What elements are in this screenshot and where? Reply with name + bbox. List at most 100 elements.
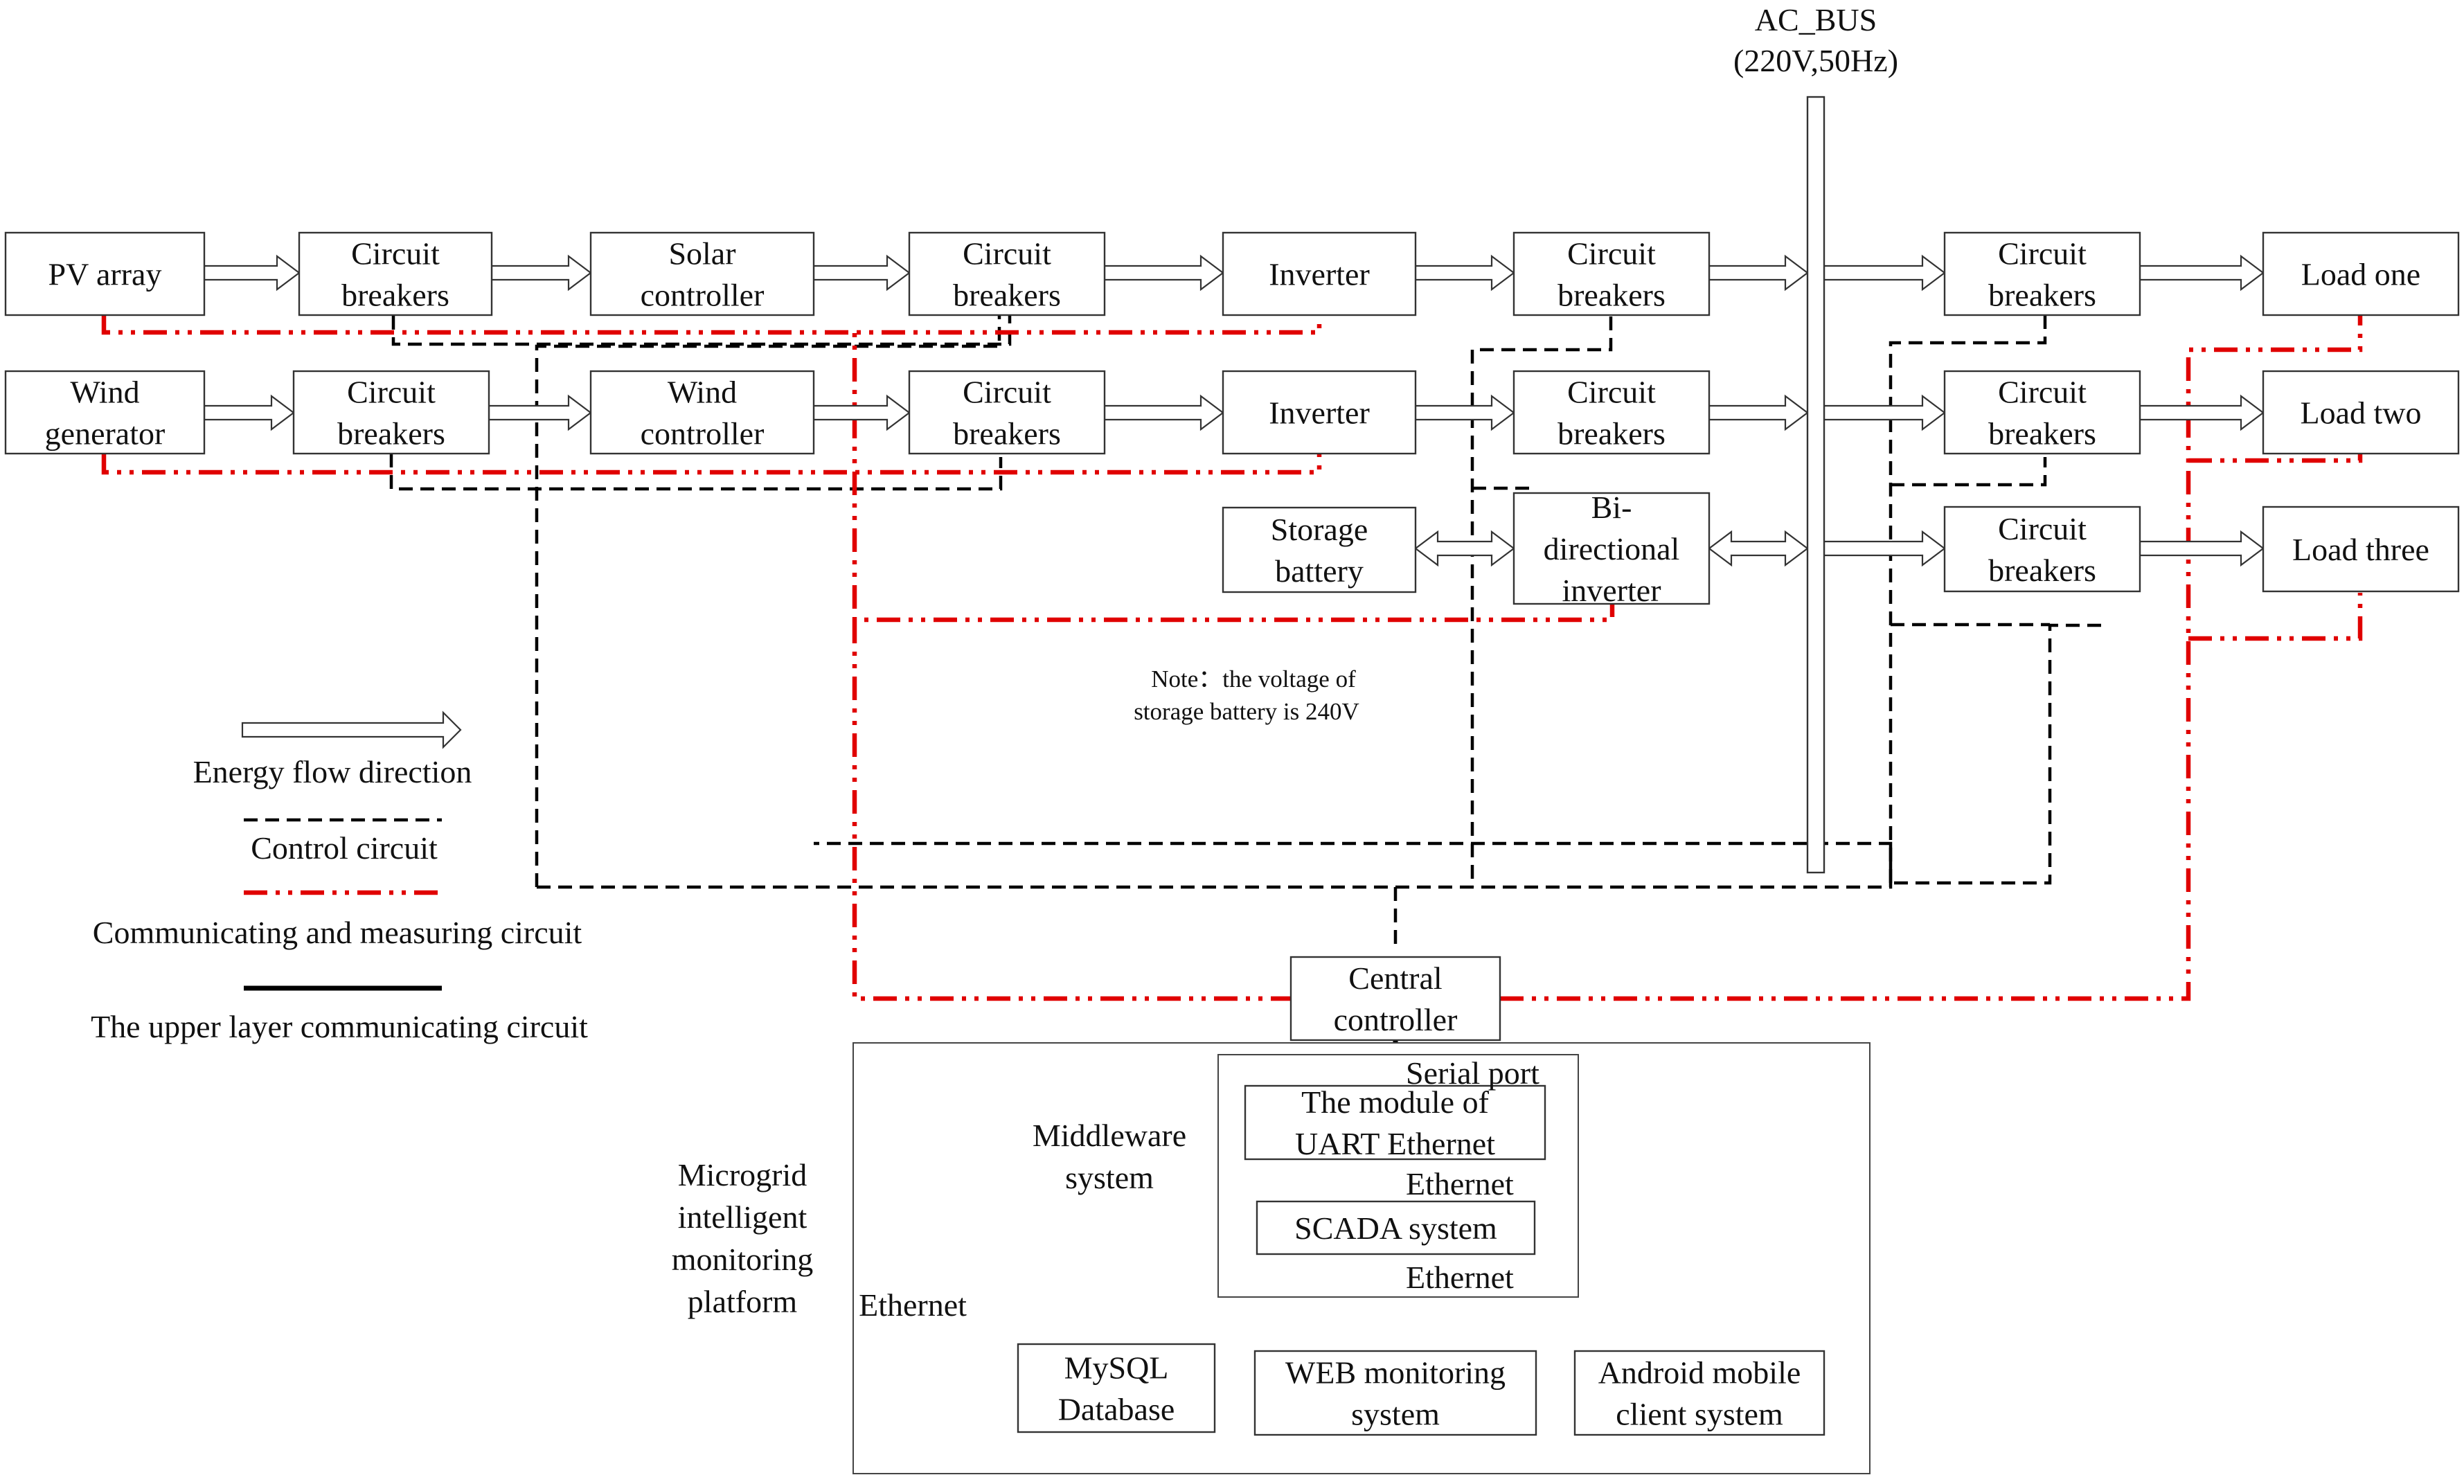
ac-bus-bar	[1806, 96, 1825, 874]
legend-control-circuit-label: Control circuit	[251, 830, 438, 866]
circuit-breakers-wind-2-label: breakers	[953, 416, 1061, 452]
flow-arrow-cbl1-load1	[2139, 254, 2265, 292]
solar-controller-box	[589, 231, 815, 316]
circuit-breakers-load-2-label: breakers	[1988, 416, 2096, 452]
legend-energy-flow-label: Energy flow direction	[193, 754, 472, 789]
bidirectional-inverter-box	[1512, 492, 1711, 605]
storage-battery-box-label: Storage	[1271, 512, 1368, 547]
ac-bus-subtitle: (220V,50Hz)	[1733, 43, 1898, 78]
storage-note-line-1: Note：the voltage of	[1151, 665, 1356, 692]
web-monitoring-system-box	[1253, 1350, 1537, 1436]
web-monitoring-system-box-label: system	[1351, 1397, 1440, 1432]
flow-arrow-wind-cb1	[203, 394, 295, 431]
storage-battery-box	[1222, 506, 1417, 593]
control-line-main	[814, 623, 2102, 889]
platform-label-line-2: intelligent	[678, 1199, 807, 1235]
scada-system-box	[1256, 1200, 1536, 1255]
circuit-breakers-pv-2-label: Circuit	[963, 236, 1051, 271]
flow-arrow-solar-cb2	[812, 254, 911, 292]
circuit-breakers-pv-1-label: Circuit	[351, 236, 440, 271]
platform-label-line-3: monitoring	[672, 1242, 813, 1277]
flow-arrow-cb2-inverter	[1103, 254, 1224, 292]
wind-controller-box-label: controller	[641, 416, 765, 452]
circuit-breakers-load-2	[1943, 370, 2141, 455]
flow-arrow-cb1-solar	[490, 254, 592, 292]
load-two-box-label: Load two	[2300, 395, 2421, 431]
circuit-breakers-wind-3	[1512, 370, 1711, 455]
inverter-pv-box-label: Inverter	[1269, 257, 1370, 292]
component-boxes	[4, 96, 2460, 1474]
middleware-label-line-2: system	[1065, 1160, 1154, 1195]
inverter-pv-box	[1222, 231, 1417, 316]
platform-label-line-1: Microgrid	[678, 1157, 807, 1192]
storage-battery-box-label: battery	[1275, 553, 1364, 589]
android-client-system-box-label: Android mobile	[1598, 1355, 1801, 1391]
uart-ethernet-module-box-label: UART Ethernet	[1295, 1126, 1495, 1161]
mysql-database-box-label: MySQL	[1064, 1350, 1169, 1386]
web-monitoring-system-box-label: WEB monitoring	[1285, 1355, 1506, 1391]
circuit-breakers-load-1	[1943, 231, 2141, 316]
circuit-breakers-pv-1	[298, 231, 493, 316]
text-labels: AC_BUS (220V,50Hz) Note：the voltage of s…	[45, 2, 2429, 1432]
circuit-breakers-load-3-label: breakers	[1988, 553, 2096, 588]
circuit-breakers-pv-3	[1512, 231, 1711, 316]
load-three-box-label: Load three	[2292, 532, 2429, 567]
circuit-breakers-load-2-label: Circuit	[1998, 375, 2087, 410]
circuit-breakers-load-3-label: Circuit	[1998, 511, 2087, 546]
circuit-breakers-wind-2	[908, 370, 1106, 455]
middleware-label-line-1: Middleware	[1033, 1118, 1186, 1153]
central-controller-box-label: Central	[1348, 960, 1442, 996]
circuit-breakers-wind-1-label: Circuit	[347, 375, 436, 410]
wind-controller-box-label: Wind	[668, 375, 737, 410]
flow-arrow-battery-bidirectional	[1414, 530, 1515, 567]
wind-generator-box-label: generator	[45, 416, 166, 452]
circuit-breakers-wind-1	[292, 370, 490, 455]
circuit-breakers-wind-1-label: breakers	[337, 416, 445, 452]
pv-array-box-label: PV array	[48, 257, 162, 292]
bidirectional-inverter-box-label: Bi-	[1591, 490, 1632, 525]
circuit-breakers-wind-3-label: breakers	[1557, 416, 1666, 452]
control-line-loads	[1889, 315, 2050, 883]
comm-line-wind	[101, 454, 1322, 475]
legend-comm-circuit-label: Communicating and measuring circuit	[93, 915, 582, 950]
storage-note-line-2: storage battery is 240V	[1134, 698, 1359, 725]
load-two-box	[2262, 370, 2460, 455]
pv-array-box	[4, 231, 206, 316]
load-three-box	[2262, 506, 2460, 593]
control-line-pv	[391, 313, 1012, 346]
circuit-breakers-load-3	[1943, 506, 2141, 593]
circuit-breakers-pv-2	[908, 231, 1106, 316]
comm-line-loads	[1500, 315, 2363, 1001]
flow-arrow-inverter-cb3	[1414, 254, 1515, 292]
uart-ethernet-module-box-label: The module of	[1301, 1084, 1489, 1120]
circuit-breakers-load-1-label: Circuit	[1998, 236, 2087, 271]
solar-controller-box-label: Solar	[668, 236, 735, 271]
flow-arrow-cbl2-load2	[2139, 394, 2265, 431]
ethernet-bus-label: Ethernet	[859, 1287, 967, 1323]
inverter-wind-box	[1222, 370, 1417, 455]
circuit-breakers-pv-3-label: Circuit	[1567, 236, 1656, 271]
load-one-box-label: Load one	[2301, 257, 2420, 292]
circuit-breakers-wind-2-label: Circuit	[963, 375, 1051, 410]
uart-ethernet-module-box	[1244, 1084, 1546, 1161]
flow-arrow-inverter-w-cb3	[1414, 394, 1515, 431]
circuit-breakers-pv-1-label: breakers	[341, 278, 449, 313]
flow-arrow-cb3-bus	[1708, 254, 1809, 292]
flow-arrow-bus-cbl2	[1823, 394, 1946, 431]
circuit-breakers-load-1-label: breakers	[1988, 278, 2096, 313]
comm-line-pv	[101, 315, 1322, 335]
ethernet-label-1: Ethernet	[1406, 1166, 1514, 1201]
mysql-database-box	[1017, 1343, 1216, 1433]
circuit-breakers-pv-2-label: breakers	[953, 278, 1061, 313]
central-controller-box-label: controller	[1334, 1002, 1458, 1037]
flow-arrow-bidirectional-bus	[1708, 530, 1809, 567]
solar-controller-box-label: controller	[641, 278, 765, 313]
ac-bus-title: AC_BUS	[1755, 2, 1877, 37]
bidirectional-inverter-box-label: directional	[1544, 531, 1680, 566]
control-line-inverters	[1470, 316, 1613, 887]
android-client-system-box	[1573, 1350, 1825, 1436]
flow-arrow-cb2-inverter-w	[1103, 394, 1224, 431]
central-controller-box	[1289, 956, 1501, 1042]
flow-arrow-cb1-windctrl	[488, 394, 592, 431]
